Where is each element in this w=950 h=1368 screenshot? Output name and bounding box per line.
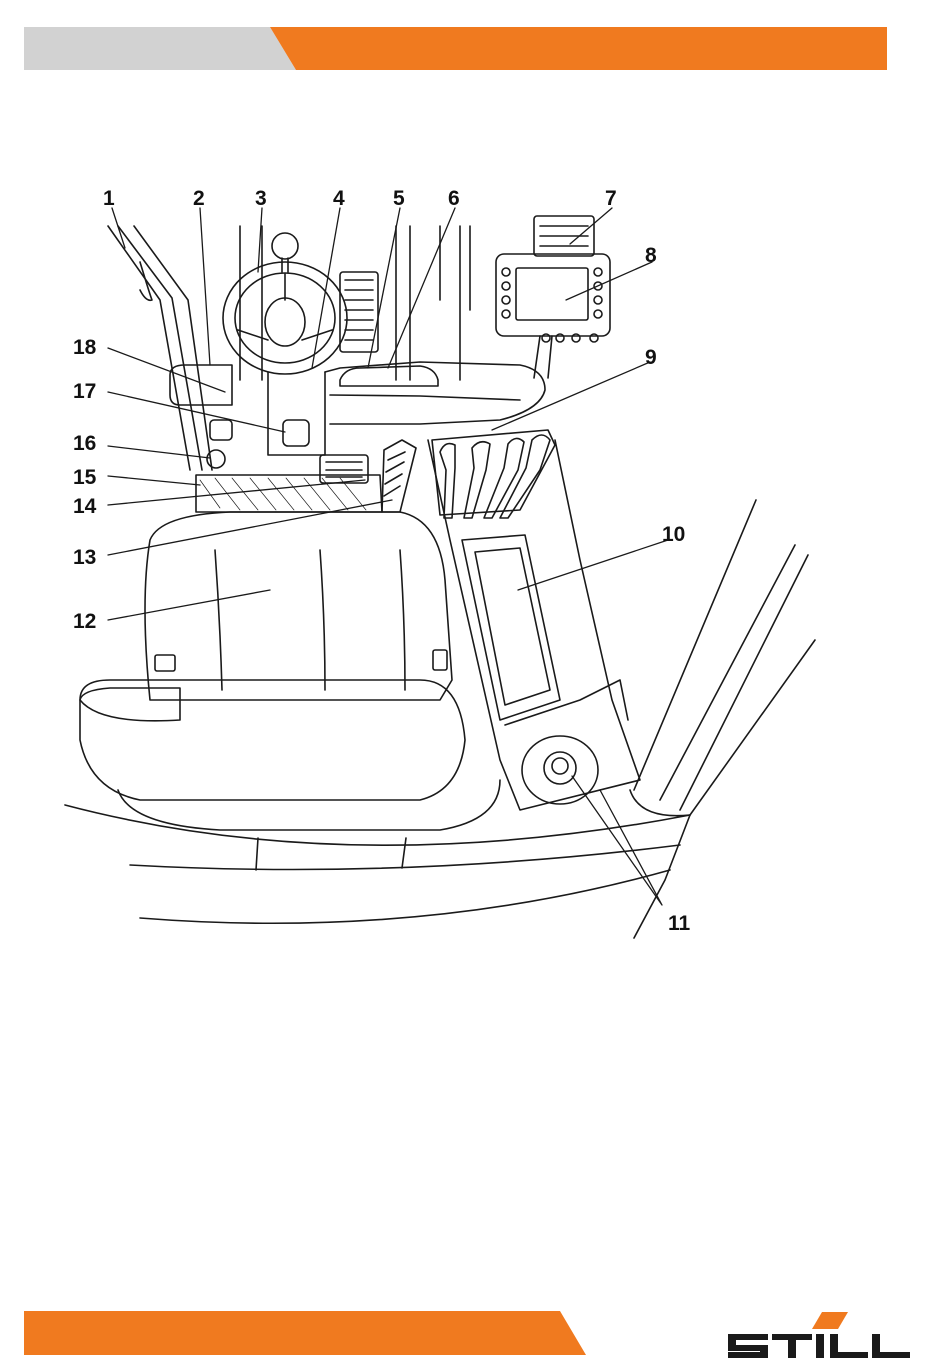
socket-base (522, 736, 598, 804)
callout-16: 16 (73, 433, 96, 454)
brake-pedal (320, 455, 368, 483)
header-bar (0, 0, 950, 80)
callout-9: 9 (645, 347, 657, 368)
header-grey-segment (24, 27, 296, 70)
dash-tray (340, 366, 438, 386)
callout-3: 3 (255, 188, 267, 209)
seat-back (145, 512, 452, 700)
grille-lines (345, 280, 373, 340)
seat-cushion (80, 680, 465, 800)
display-left-buttons (502, 268, 510, 318)
socket-core (552, 758, 568, 774)
column-lever (283, 420, 309, 446)
callout-17: 17 (73, 381, 96, 402)
left-pillar (108, 226, 212, 470)
accel-lines (384, 452, 405, 496)
callout-12: 12 (73, 611, 96, 632)
dashboard-edge (330, 395, 520, 400)
callout-15: 15 (73, 467, 96, 488)
steering-column (268, 372, 325, 455)
cab-floor-dividers (256, 838, 406, 870)
card-lines (540, 226, 588, 246)
right-pillar (634, 500, 815, 815)
operator-cab-illustration (0, 170, 950, 960)
callout-7: 7 (605, 188, 617, 209)
display-bezel (496, 254, 610, 336)
knob-stem (282, 258, 288, 272)
console-inner (475, 548, 550, 705)
footer-orange-segment (24, 1311, 586, 1355)
callout-10: 10 (662, 524, 685, 545)
steering-hub (265, 298, 305, 346)
seat-base (118, 780, 500, 830)
callout-14: 14 (73, 496, 96, 517)
dash-switch (210, 420, 232, 440)
callout-13: 13 (73, 547, 96, 568)
hydraulic-levers (440, 435, 550, 518)
callout-4: 4 (333, 188, 345, 209)
logo-lettering (728, 1334, 910, 1358)
mast-rails (240, 226, 470, 380)
still-logo (720, 1305, 920, 1365)
seat-back-seams (215, 550, 405, 690)
callout-18: 18 (73, 337, 96, 358)
callout-5: 5 (393, 188, 405, 209)
seat-belt-buckle-left (155, 655, 175, 671)
callout-6: 6 (448, 188, 460, 209)
seat-armrest-left (80, 688, 180, 721)
callout-11: 11 (668, 913, 690, 934)
socket (544, 752, 576, 784)
dash-left (170, 365, 232, 405)
seat-belt-buckle-right (433, 650, 447, 670)
callout-2: 2 (193, 188, 205, 209)
cab-floor (65, 805, 690, 923)
header-orange-segment (270, 27, 887, 70)
lever-console (432, 430, 555, 515)
right-console (428, 440, 640, 810)
callout-8: 8 (645, 245, 657, 266)
logo-orange-mark (812, 1312, 848, 1329)
display-right-buttons (594, 268, 602, 318)
display-screen (516, 268, 588, 320)
steering-knob (272, 233, 298, 259)
callout-1: 1 (103, 188, 115, 209)
dashboard (325, 362, 545, 424)
